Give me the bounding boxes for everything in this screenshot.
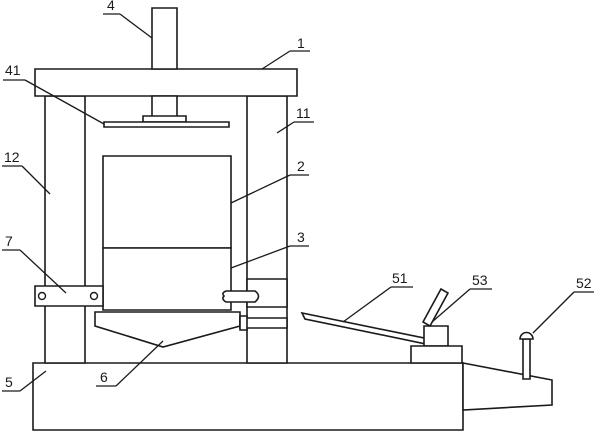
label-mold-lower: 3 bbox=[297, 229, 305, 245]
label-left-column: 12 bbox=[4, 149, 20, 165]
lever-support bbox=[411, 346, 462, 363]
leader-41 bbox=[25, 80, 104, 124]
leader-6 bbox=[116, 341, 163, 386]
press-rod-lower bbox=[152, 96, 177, 118]
left-column bbox=[45, 96, 85, 363]
clamp-bracket bbox=[35, 286, 103, 306]
top-plate bbox=[35, 69, 297, 96]
leader-4 bbox=[120, 14, 152, 38]
label-lever-pivot: 53 bbox=[472, 272, 488, 288]
leader-12 bbox=[22, 166, 50, 194]
press-plate bbox=[104, 122, 229, 127]
label-top-plate: 1 bbox=[297, 35, 305, 51]
label-base: 5 bbox=[5, 374, 13, 390]
base-right-extension bbox=[463, 363, 552, 410]
mold-lower-section bbox=[103, 248, 231, 310]
press-plate-holder bbox=[143, 116, 186, 122]
label-hopper: 6 bbox=[100, 369, 108, 385]
lever-pivot-block bbox=[424, 326, 448, 346]
handle-lever bbox=[302, 313, 426, 344]
leader-11 bbox=[277, 122, 294, 133]
knob-stem bbox=[523, 339, 530, 379]
label-clamp: 7 bbox=[5, 233, 13, 249]
label-handle-lever: 51 bbox=[392, 270, 408, 286]
leader-51 bbox=[343, 287, 391, 322]
clamp-bolt-right bbox=[89, 291, 99, 301]
label-press-rod: 4 bbox=[107, 0, 115, 13]
leader-5 bbox=[20, 371, 46, 391]
leader-52 bbox=[533, 292, 574, 333]
leader-1 bbox=[262, 51, 290, 69]
leader-3 bbox=[231, 246, 290, 268]
clamp-bolt-left bbox=[37, 291, 47, 301]
label-press-plate: 41 bbox=[5, 62, 21, 78]
label-right-column: 11 bbox=[296, 105, 311, 121]
outlet-pipe-stub bbox=[240, 316, 247, 330]
label-mold-body: 2 bbox=[297, 158, 305, 174]
lever-pivot-arm bbox=[423, 289, 448, 326]
base-body bbox=[33, 363, 463, 430]
outlet-valve bbox=[223, 291, 259, 302]
leader-7 bbox=[20, 250, 66, 293]
hopper-funnel bbox=[95, 312, 240, 347]
knob-head bbox=[520, 333, 533, 340]
press-rod bbox=[152, 8, 177, 69]
leader-53 bbox=[432, 289, 470, 322]
mold-body bbox=[103, 156, 231, 248]
label-knob: 52 bbox=[576, 275, 592, 291]
leader-2 bbox=[231, 175, 290, 203]
